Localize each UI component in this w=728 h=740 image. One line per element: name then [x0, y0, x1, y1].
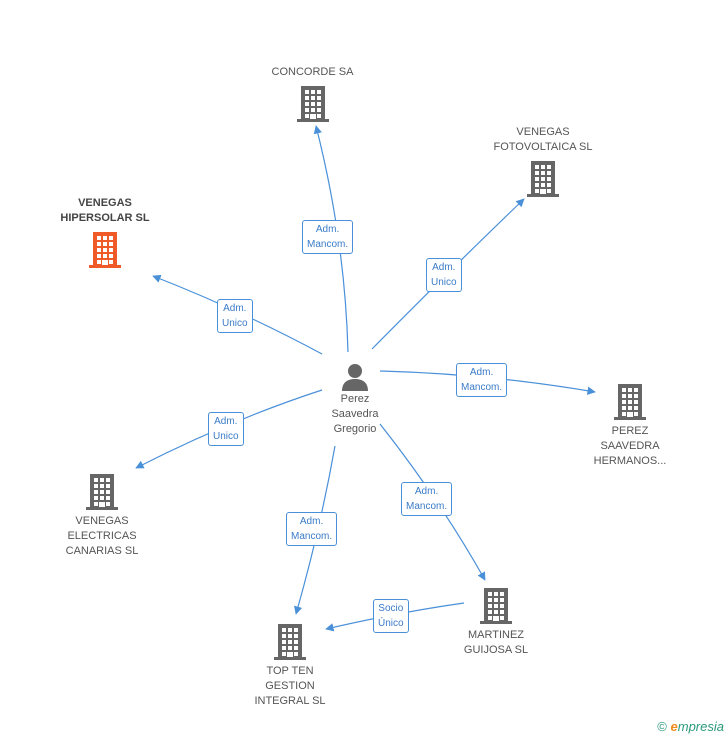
company-node-electricas[interactable]: VENEGAS ELECTRICAS CANARIAS SL: [50, 474, 154, 559]
company-node-concorde[interactable]: CONCORDE SA: [255, 65, 370, 122]
footer-brand[interactable]: © empresia: [657, 719, 724, 734]
relation-label-fotovoltaica: Adm. Unico: [426, 258, 462, 292]
relation-role: Adm.: [469, 367, 494, 378]
company-name-line: ELECTRICAS: [67, 530, 137, 542]
person-name-line-1: Perez: [340, 393, 370, 405]
relation-label-martinez: Adm. Mancom.: [401, 482, 453, 516]
company-node-fotovoltaica[interactable]: VENEGAS FOTOVOLTAICA SL: [480, 125, 606, 197]
building-icon: [296, 86, 329, 122]
relation-label-perez-hermanos: Adm. Mancom.: [456, 363, 508, 397]
relation-label-concorde: Adm. Mancom.: [302, 220, 354, 254]
company-name-line: TOP TEN: [266, 665, 314, 677]
person-node[interactable]: Perez Saavedra Gregorio: [310, 362, 400, 437]
relation-label-electricas: Adm. Unico: [208, 412, 244, 446]
relation-type: Unico: [222, 318, 248, 329]
copyright-icon: ©: [657, 719, 667, 734]
company-node-hipersolar[interactable]: VENEGAS HIPERSOLAR SL: [45, 196, 165, 268]
person-icon: [342, 364, 368, 391]
person-name-line-3: Gregorio: [333, 423, 377, 435]
company-name-line: VENEGAS: [75, 515, 129, 527]
company-node-martinez[interactable]: MARTINEZ GUIJOSA SL: [446, 588, 546, 658]
building-icon: [480, 588, 512, 624]
company-node-topten[interactable]: TOP TEN GESTION INTEGRAL SL: [240, 624, 340, 709]
relation-role: Adm.: [223, 303, 247, 314]
building-icon: [89, 232, 121, 268]
company-node-perez-hermanos[interactable]: PEREZ SAAVEDRA HERMANOS...: [578, 384, 682, 469]
company-name-line: MARTINEZ: [467, 629, 525, 641]
relation-label-topten: Adm. Mancom.: [286, 512, 338, 546]
company-name-line: GESTION: [265, 680, 315, 692]
relation-type: Unico: [431, 277, 457, 288]
relation-label-hipersolar: Adm. Unico: [217, 299, 253, 333]
building-icon: [86, 474, 118, 510]
brand-logo-text: mpresia: [677, 719, 724, 734]
company-name-line: HIPERSOLAR SL: [60, 212, 150, 224]
relation-type: Mancom.: [291, 531, 333, 542]
building-icon: [274, 624, 306, 660]
company-name-line: GUIJOSA SL: [463, 644, 529, 656]
building-icon: [527, 161, 559, 197]
relation-role: Socio: [378, 603, 404, 614]
person-name-line-2: Saavedra: [331, 408, 379, 420]
company-name-line: VENEGAS: [78, 197, 132, 209]
relation-type: Mancom.: [406, 501, 448, 512]
company-name-line: FOTOVOLTAICA SL: [493, 141, 593, 153]
building-icon: [614, 384, 646, 420]
brand-logo-initial: e: [670, 719, 678, 734]
relation-label-martinez-topten: Socio Único: [373, 599, 409, 633]
relation-role: Adm.: [432, 262, 456, 273]
company-name-line: VENEGAS: [516, 126, 570, 138]
relation-type: Unico: [213, 431, 239, 442]
relation-role: Adm.: [299, 516, 324, 527]
company-name-line: INTEGRAL SL: [254, 695, 326, 707]
company-name-line: SAAVEDRA: [600, 440, 660, 452]
company-name-line: HERMANOS...: [593, 455, 667, 467]
relation-role: Adm.: [414, 486, 439, 497]
relation-type: Único: [378, 618, 404, 629]
company-name-line: PEREZ: [611, 425, 649, 437]
relation-type: Mancom.: [307, 239, 349, 250]
relation-role: Adm.: [315, 224, 340, 235]
company-name-line: CANARIAS SL: [65, 545, 139, 557]
relation-role: Adm.: [214, 416, 238, 427]
relation-type: Mancom.: [461, 382, 503, 393]
company-name-line: CONCORDE SA: [271, 66, 354, 78]
